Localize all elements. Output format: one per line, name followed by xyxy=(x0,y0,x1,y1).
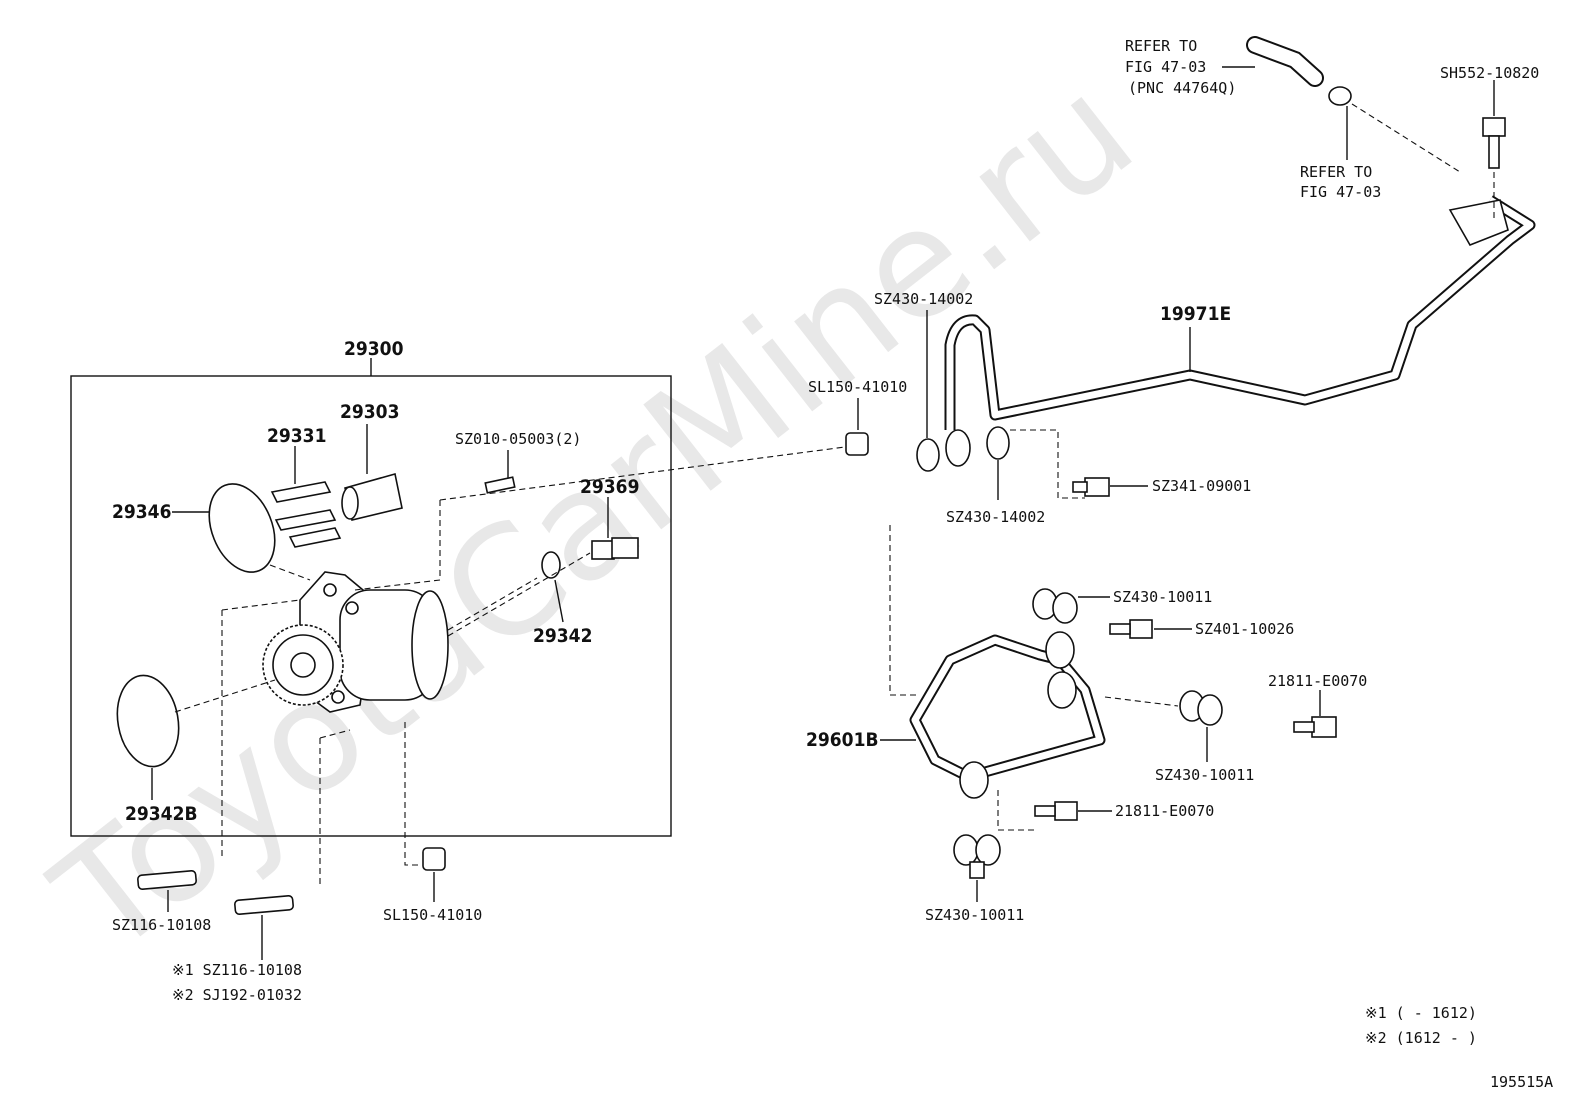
label-sz430-14002-top: SZ430-14002 xyxy=(874,290,973,308)
gasket-29342 xyxy=(541,551,561,579)
washer-sz430-14002-a xyxy=(916,438,940,472)
label-sh552: SH552-10820 xyxy=(1440,64,1539,82)
bolt-sz401 xyxy=(1109,619,1153,639)
label-note1-part: ※1 SZ116-10108 xyxy=(172,961,302,979)
pipe-29601B xyxy=(909,631,1106,799)
hose-clamp xyxy=(1328,86,1352,106)
vanes-29331 xyxy=(270,481,342,548)
clip-sz430-10011-c xyxy=(953,834,1001,879)
label-note2-part: ※2 SJ192-01032 xyxy=(172,986,302,1004)
label-29346: 29346 xyxy=(112,501,171,523)
bolt-sz341 xyxy=(1084,477,1110,497)
o-ring-29346 xyxy=(208,483,276,573)
label-sz116-a: SZ116-10108 xyxy=(112,916,211,934)
label-19971E: 19971E xyxy=(1160,303,1231,325)
label-refer1-l1: REFER TO xyxy=(1125,37,1197,55)
label-21811-a: 21811-E0070 xyxy=(1268,672,1367,690)
washer-sz430-14002-b xyxy=(986,426,1010,460)
label-29369: 29369 xyxy=(580,476,639,498)
label-sl150-top: SL150-41010 xyxy=(808,378,907,396)
bolt-21811-b xyxy=(1034,801,1078,821)
fitting-29369 xyxy=(591,537,639,560)
pipe-19971E xyxy=(944,195,1536,430)
banjo-fitting xyxy=(945,429,971,467)
figure-id: 195515A xyxy=(1490,1073,1553,1091)
label-29331: 29331 xyxy=(267,425,326,447)
legend-note1: ※1 ( - 1612) xyxy=(1365,1004,1477,1022)
nut-sl150-top xyxy=(845,432,869,456)
label-refer2-l1: REFER TO xyxy=(1300,163,1372,181)
bolt-sh552 xyxy=(1482,117,1506,137)
clip-sz430-10011-b xyxy=(1179,690,1223,726)
screw-sz010 xyxy=(484,476,516,494)
legend-note2: ※2 (1612 - ) xyxy=(1365,1029,1477,1047)
nut-sl150-bottom xyxy=(422,847,446,871)
label-sz430-10011-c: SZ430-10011 xyxy=(925,906,1024,924)
label-sz430-14002-bot: SZ430-14002 xyxy=(946,508,1045,526)
label-sz341: SZ341-09001 xyxy=(1152,477,1251,495)
label-refer1-l2: FIG 47-03 xyxy=(1125,58,1206,76)
label-29342B: 29342B xyxy=(125,803,198,825)
label-sl150-bottom: SL150-41010 xyxy=(383,906,482,924)
label-sz430-10011-b: SZ430-10011 xyxy=(1155,766,1254,784)
stud-sz116-a xyxy=(137,870,197,890)
label-21811-b: 21811-E0070 xyxy=(1115,802,1214,820)
label-29300: 29300 xyxy=(344,338,404,360)
label-refer2-l2: FIG 47-03 xyxy=(1300,183,1381,201)
label-29303: 29303 xyxy=(340,401,399,423)
bolt-21811-a xyxy=(1293,716,1337,738)
label-refer1-l3: (PNC 44764Q) xyxy=(1128,79,1236,97)
vacuum-pump xyxy=(262,571,449,713)
clip-sz430-10011-a xyxy=(1032,588,1078,624)
o-ring-29342B xyxy=(116,674,180,768)
label-sz010: SZ010-05003(2) xyxy=(455,430,581,448)
label-29601B: 29601B xyxy=(806,729,879,751)
label-29342: 29342 xyxy=(533,625,592,647)
label-sz430-10011-a: SZ430-10011 xyxy=(1113,588,1212,606)
stud-sz116-b xyxy=(234,895,294,915)
rotor-29303 xyxy=(341,472,403,521)
label-sz401: SZ401-10026 xyxy=(1195,620,1294,638)
